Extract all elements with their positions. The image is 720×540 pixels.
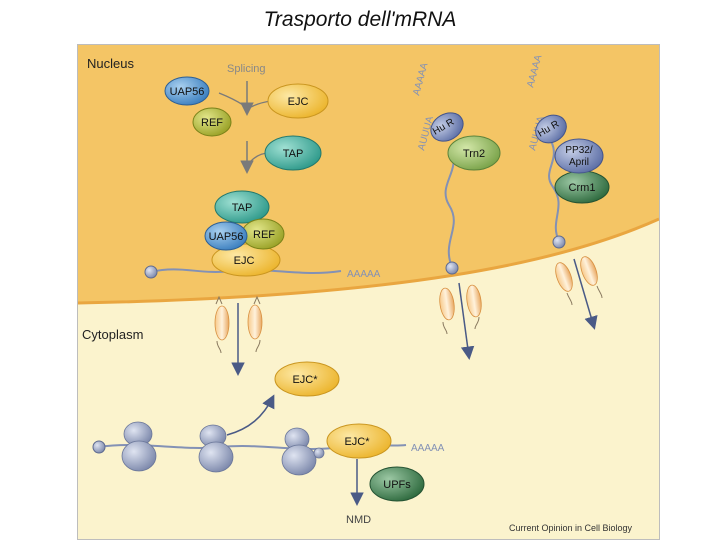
export-arrow-3 xyxy=(573,258,598,330)
ejc-label: EJC xyxy=(288,96,309,108)
translation-ejc-star xyxy=(326,423,392,459)
complex-tap xyxy=(214,190,270,224)
cytoplasm-label: Cytoplasm xyxy=(82,327,143,342)
ejc-protein xyxy=(267,83,329,119)
complex-ejc-label: EJC xyxy=(234,255,255,267)
nuclear-pore-3 xyxy=(555,256,603,306)
polya-tail-main: AAAAA xyxy=(347,269,381,280)
pp32-label-2: April xyxy=(569,157,589,168)
mrna-strand-trn2 xyxy=(444,150,455,268)
uap56-protein xyxy=(164,76,210,106)
ejc-release-arrow xyxy=(226,394,275,436)
hur-protein-2 xyxy=(535,114,567,144)
splicing-label: Splicing xyxy=(227,63,266,75)
tap-label: TAP xyxy=(283,148,304,160)
complex-tap-label: TAP xyxy=(232,202,253,214)
nuclear-envelope xyxy=(78,217,659,305)
upfs-label: UPFs xyxy=(383,479,411,491)
polya-translation: AAAAA xyxy=(411,443,445,454)
cytoplasm-ejc-star xyxy=(274,361,340,397)
page-title: Trasporto dell'mRNA xyxy=(263,8,457,31)
nucleus-label: Nucleus xyxy=(87,56,134,71)
cap-translation xyxy=(92,440,106,454)
complex-uap56-label: UAP56 xyxy=(209,231,244,243)
complex-ejc xyxy=(211,243,281,277)
ref-label: REF xyxy=(201,117,223,129)
tap-protein xyxy=(264,135,322,171)
pp32-label-1: PP32/ xyxy=(565,145,592,156)
credit-text: Current Opinion in Cell Biology xyxy=(509,523,633,533)
mrna-export-figure: Nucleus Cytoplasm Splicing UAP56 REF EJC… xyxy=(77,44,660,540)
cytoplasm-ejc-star-label: EJC* xyxy=(292,374,318,386)
crm1-label: Crm1 xyxy=(569,182,596,194)
ribosome-3 xyxy=(281,427,325,476)
uap56-label: UAP56 xyxy=(170,86,205,98)
export-arrow-2 xyxy=(458,282,475,360)
nuclear-pore-1 xyxy=(214,295,263,354)
ribosome-2 xyxy=(198,424,234,473)
mrna-strand-crm1 xyxy=(548,140,560,242)
pp32-protein xyxy=(554,138,604,174)
trn2-label: Trn2 xyxy=(463,148,485,160)
complex-uap56 xyxy=(204,221,248,251)
cap-crm1 xyxy=(552,235,566,249)
nuclear-pore-2 xyxy=(439,284,482,335)
upfs-protein xyxy=(369,466,425,502)
cap-structure xyxy=(144,265,158,279)
ribosome-1 xyxy=(121,421,157,472)
hur-protein-1 xyxy=(430,112,464,142)
uap56-arrow xyxy=(218,92,244,106)
ref-protein xyxy=(192,107,232,137)
nmd-label: NMD xyxy=(346,514,371,526)
trn2-protein xyxy=(447,135,501,171)
cap-trn2 xyxy=(445,261,459,275)
translation-ejc-star-label: EJC* xyxy=(344,436,370,448)
complex-ref-label: REF xyxy=(253,229,275,241)
